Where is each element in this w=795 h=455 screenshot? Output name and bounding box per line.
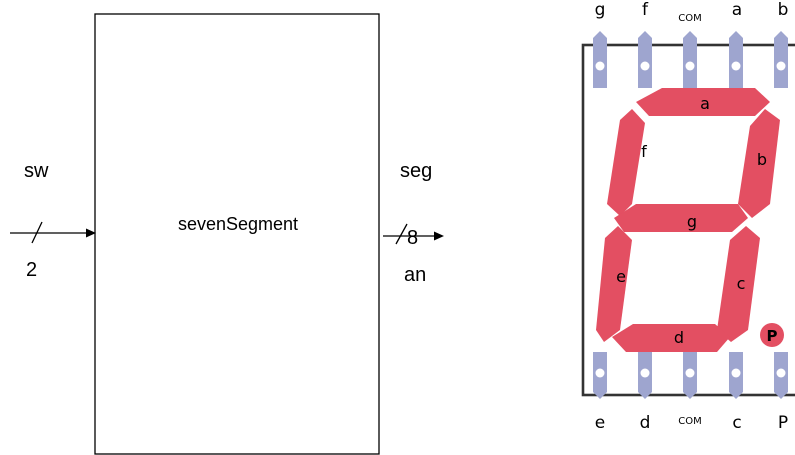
input-bus-width: 2	[26, 259, 37, 281]
segment-a-label: a	[700, 94, 710, 113]
bottom-pin-e-hole	[595, 368, 605, 378]
segment-e	[596, 226, 632, 342]
top-pin-b-hole	[776, 61, 786, 71]
segment-b	[738, 109, 780, 218]
segment-g-label: g	[687, 212, 697, 231]
segment-f	[607, 109, 645, 216]
top-pin-com	[683, 31, 697, 88]
top-pin-f-hole	[640, 61, 650, 71]
output-seg-width: 8	[407, 227, 418, 249]
bottom-pins	[593, 352, 788, 399]
segment-b-label: b	[757, 150, 767, 169]
bottom-pin-label-com: COM	[678, 416, 701, 427]
input-bus-slash	[31, 221, 43, 244]
top-pin-label-b: b	[778, 0, 789, 20]
top-pin-com-hole	[685, 61, 695, 71]
top-pin-g	[593, 31, 608, 88]
output-bus-slash	[395, 223, 408, 245]
top-pin-b	[774, 31, 788, 88]
bottom-pin-label-c: c	[732, 413, 741, 433]
bottom-pin-label-e: e	[595, 413, 605, 433]
segment-a	[636, 88, 770, 116]
input-label: sw	[24, 160, 49, 182]
bottom-pin-label-d: d	[640, 413, 651, 433]
top-pin-f	[638, 31, 652, 88]
segment-c-label: c	[737, 274, 746, 293]
segment-f-label: f	[641, 142, 647, 161]
output-seg-label: seg	[400, 160, 432, 182]
bottom-pin-com-hole	[685, 368, 695, 378]
segment-c	[717, 226, 760, 342]
top-pins	[593, 31, 788, 88]
segments	[596, 88, 784, 352]
segment-d-label: d	[674, 328, 684, 347]
segment-dp	[760, 323, 784, 347]
bottom-pin-d-hole	[640, 368, 650, 378]
module-box	[94, 13, 380, 455]
input-arrowhead	[86, 228, 96, 238]
segment-e-label: e	[616, 267, 626, 286]
segment-dp-label: P	[767, 327, 778, 345]
segment-g	[614, 204, 748, 232]
bottom-pin-label-p: P	[778, 413, 788, 433]
module-name: sevenSegment	[178, 214, 298, 234]
output-an-label: an	[404, 264, 426, 286]
top-pin-label-a: a	[732, 0, 742, 20]
output-arrowhead	[434, 231, 444, 241]
top-pin-label-com: COM	[678, 13, 701, 24]
top-pin-a	[729, 31, 743, 88]
top-pin-label-g: g	[595, 0, 606, 20]
segment-d	[612, 324, 730, 352]
top-pin-g-hole	[595, 61, 605, 71]
bottom-pin-c-hole	[731, 368, 741, 378]
top-pin-label-f: f	[642, 0, 649, 20]
bottom-pin-p-hole	[776, 368, 786, 378]
top-pin-a-hole	[731, 61, 741, 71]
